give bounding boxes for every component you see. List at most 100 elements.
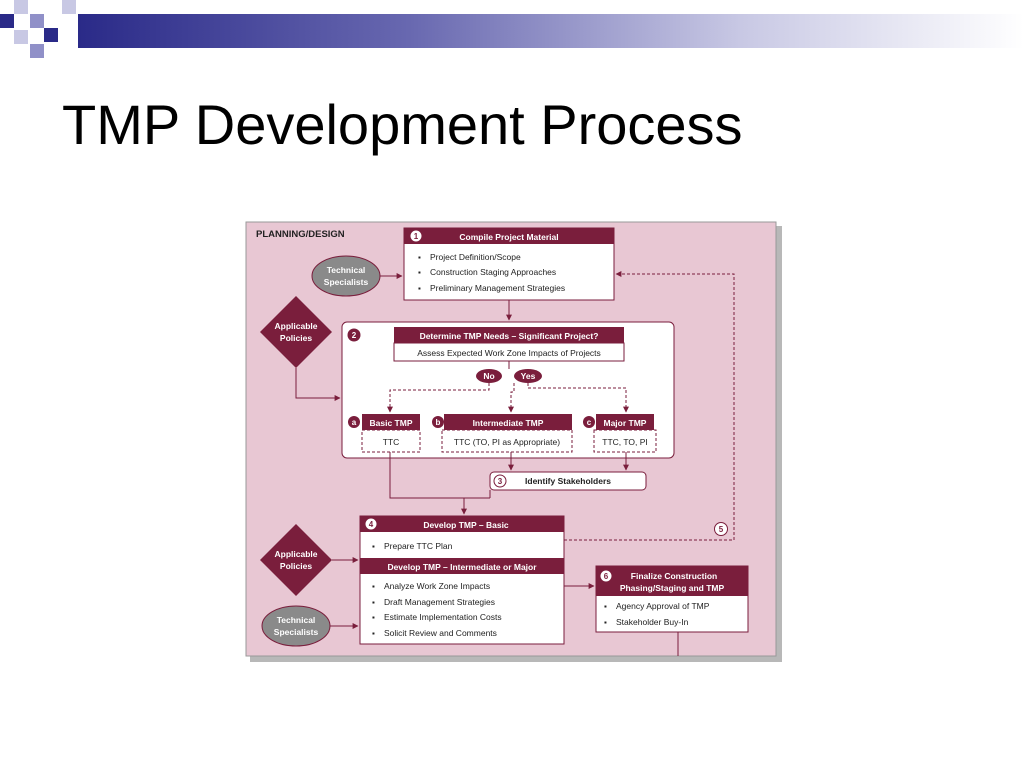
step4-basic-bullet: ▪ (372, 542, 375, 551)
option-a-badge (348, 416, 360, 428)
step4-number: 4 (369, 520, 374, 529)
step4-major-item-4: Solicit Review and Comments (384, 628, 497, 638)
step2-number: 2 (352, 331, 357, 340)
step6-number: 6 (604, 572, 609, 581)
step1-number: 1 (414, 232, 419, 241)
step4-box: 4 Develop TMP – Basic ▪ Prepare TTC Plan… (359, 515, 565, 645)
applicable-policies-bottom: Applicable Policies (260, 524, 332, 596)
step4-major-bullet-1: ▪ (372, 582, 375, 591)
step5-badge (714, 522, 728, 536)
step2-title: Determine TMP Needs – Significant Projec… (420, 331, 599, 341)
corner-square-dark (0, 14, 14, 28)
app-pol-top-line1: Applicable (275, 321, 318, 331)
yes-oval (514, 369, 542, 383)
step1-title: Compile Project Material (459, 232, 558, 242)
yes-label: Yes (521, 371, 536, 381)
arrow-policies-to-step2 (295, 368, 341, 401)
option-c-letter: c (587, 418, 592, 427)
option-c-title: Major TMP (604, 418, 647, 428)
step1-item-3: Preliminary Management Strategies (430, 283, 565, 293)
tech-spec-top-line1: Technical (327, 265, 366, 275)
tmp-process-diagram: PLANNING/DESIGN 1 Compile Project Materi… (245, 221, 782, 662)
option-c-title-bar (596, 414, 654, 430)
feedback-loop (564, 271, 735, 541)
option-a-detail: TTC (383, 437, 400, 447)
option-c-detail: TTC, TO, PI (602, 437, 648, 447)
step4-basic-item-1: Prepare TTC Plan (384, 541, 453, 551)
tech-spec-top-line2: Specialists (324, 277, 369, 287)
slide-title: TMP Development Process (62, 93, 743, 156)
step6-number-badge (599, 569, 613, 583)
step6-item-1: Agency Approval of TMP (616, 601, 710, 611)
step1-box: 1 Compile Project Material ▪ Project Def… (403, 227, 615, 301)
step6-title-bar (596, 566, 748, 596)
arrow-basic-to-step4 (389, 452, 467, 515)
step5-number: 5 (719, 525, 724, 534)
corner-square-mid-2 (30, 44, 44, 58)
step4-major-item-1: Analyze Work Zone Impacts (384, 581, 490, 591)
tech-spec-bottom-line2: Specialists (274, 627, 319, 637)
step4-number-badge (364, 517, 378, 531)
step1-bullet-2: ▪ (418, 268, 421, 277)
applicable-policies-top: Applicable Policies (260, 296, 332, 368)
option-c-badge (583, 416, 595, 428)
step6-bullet-1: ▪ (604, 602, 607, 611)
step1-bullet-1: ▪ (418, 253, 421, 262)
technical-specialists-top: Technical Specialists (311, 255, 381, 297)
step6-title-line1: Finalize Construction (631, 571, 717, 581)
step1-item-1: Project Definition/Scope (430, 252, 521, 262)
step6-title-line2: Phasing/Staging and TMP (620, 583, 725, 593)
step4-major-bullet-4: ▪ (372, 629, 375, 638)
option-b-detail: TTC (TO, PI as Appropriate) (454, 437, 560, 447)
step6-bullet-2: ▪ (604, 618, 607, 627)
technical-specialists-bottom: Technical Specialists (261, 605, 331, 647)
option-c-detail-box (593, 429, 657, 453)
step4-major-bullet-2: ▪ (372, 598, 375, 607)
no-label: No (483, 371, 494, 381)
step3-number-badge (493, 474, 507, 488)
option-b-badge (432, 416, 444, 428)
step2-subtitle: Assess Expected Work Zone Impacts of Pro… (417, 348, 601, 358)
step2-title-bar (394, 327, 624, 343)
step2-number-badge (347, 328, 361, 342)
option-b-title-bar (444, 414, 572, 430)
step3-title: Identify Stakeholders (525, 476, 611, 486)
app-pol-bottom-line1: Applicable (275, 549, 318, 559)
step4-major-bullet-3: ▪ (372, 613, 375, 622)
option-b-letter: b (436, 418, 441, 427)
app-pol-top-line2: Policies (280, 333, 312, 343)
section-label: PLANNING/DESIGN (256, 229, 345, 240)
step3-number: 3 (498, 477, 503, 486)
option-a-letter: a (352, 418, 357, 427)
step4-major-item-2: Draft Management Strategies (384, 597, 495, 607)
step3-box: 3 Identify Stakeholders (489, 471, 647, 491)
step6-box: 6 Finalize Construction Phasing/Staging … (595, 565, 749, 633)
step4-basic-title: Develop TMP – Basic (423, 520, 509, 530)
step4-major-item-3: Estimate Implementation Costs (384, 612, 502, 622)
option-a-detail-box (361, 429, 421, 453)
option-a-title: Basic TMP (370, 418, 413, 428)
branch-yes-to-intermediate (508, 383, 515, 413)
tech-spec-bottom-line1: Technical (277, 615, 316, 625)
branch-no-to-basic (387, 383, 490, 413)
step1-bullet-3: ▪ (418, 284, 421, 293)
step1-number-badge (409, 229, 423, 243)
option-a-title-bar (362, 414, 420, 430)
corner-square-light-3 (62, 0, 76, 14)
corner-square-light-2 (14, 30, 28, 44)
step6-item-2: Stakeholder Buy-In (616, 617, 689, 627)
branch-yes-to-major (527, 383, 629, 413)
no-oval (476, 369, 502, 383)
corner-square-light (14, 0, 28, 14)
app-pol-bottom-line2: Policies (280, 561, 312, 571)
step4-basic-title-bar (360, 516, 564, 532)
header-gradient-bar (78, 14, 1024, 48)
option-b-title: Intermediate TMP (473, 418, 544, 428)
step1-item-2: Construction Staging Approaches (430, 267, 556, 277)
step4-major-title: Develop TMP – Intermediate or Major (387, 562, 537, 572)
step2-box: 2 Determine TMP Needs – Significant Proj… (341, 321, 675, 459)
step4-major-title-bar (360, 558, 564, 574)
option-b-detail-box (441, 429, 573, 453)
corner-square-dark-2 (44, 28, 58, 42)
corner-square-mid (30, 14, 44, 28)
